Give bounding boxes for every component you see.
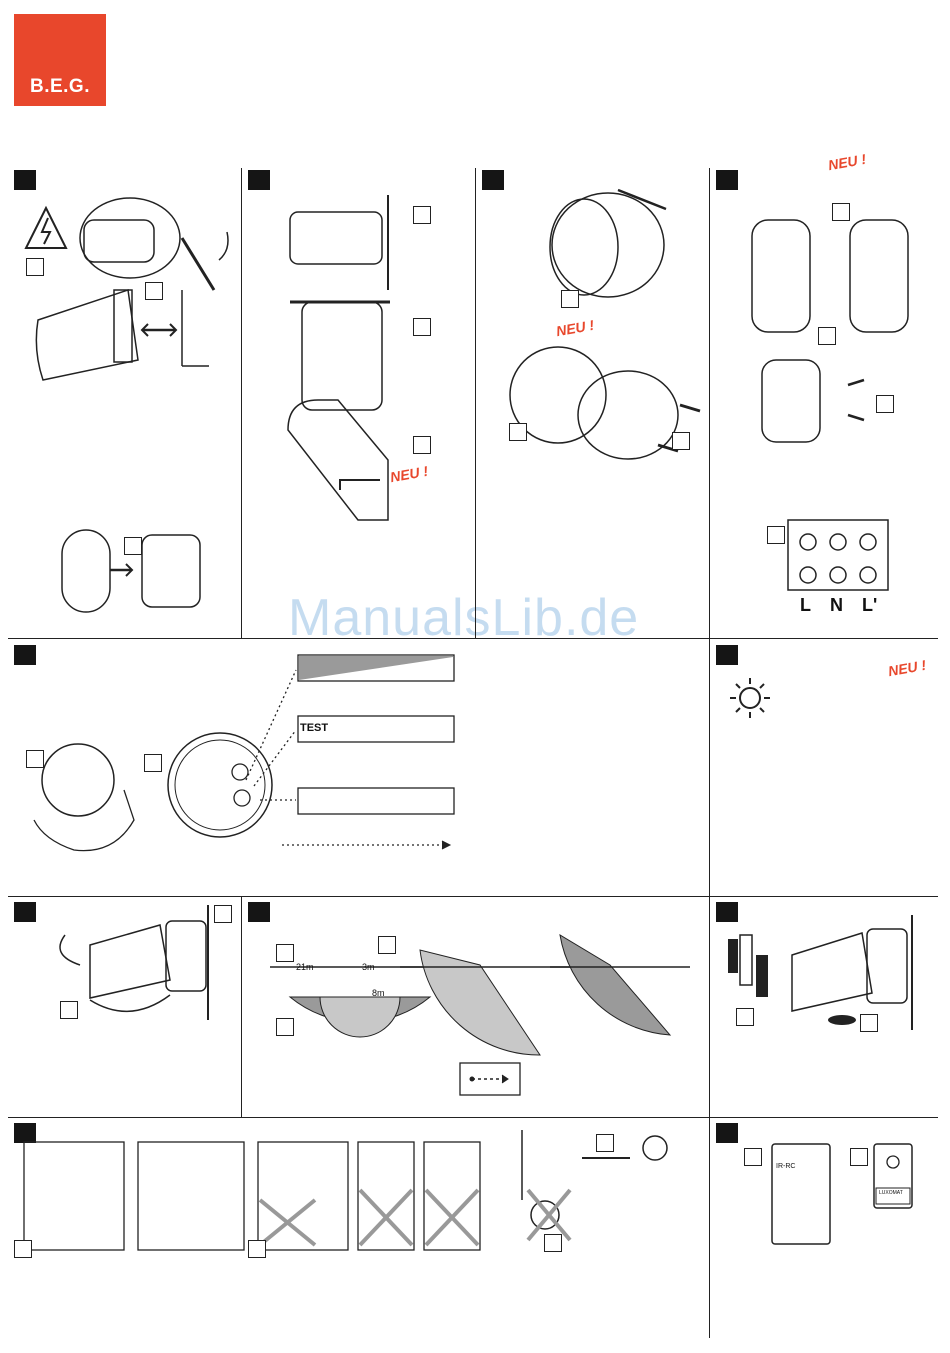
- brand-logo-text: B.E.G.: [30, 76, 90, 98]
- distance-label-3m: 3m: [362, 962, 375, 972]
- divider-col-4: [241, 896, 242, 1117]
- step-checkbox: [248, 1240, 266, 1258]
- step-marker: [14, 170, 36, 190]
- terminal-label-l: L: [800, 595, 811, 616]
- terminal-screw-icon: [860, 534, 876, 550]
- remote-label-left: IR-RC: [776, 1163, 795, 1170]
- divider-row-3: [8, 1117, 938, 1118]
- terminal-label-n: N: [830, 595, 843, 616]
- divider-row-2: [8, 896, 938, 897]
- step-checkbox: [276, 1018, 294, 1036]
- illustration-battery: [722, 915, 937, 1035]
- step-checkbox: [832, 203, 850, 221]
- step-marker: [716, 1123, 738, 1143]
- brand-logo: B.E.G.: [14, 14, 106, 106]
- step-checkbox: [544, 1234, 562, 1252]
- step-checkbox: [672, 432, 690, 450]
- terminal-screw-icon: [830, 567, 846, 583]
- illustration-mounting-positions: [250, 190, 470, 630]
- step-checkbox: [876, 395, 894, 413]
- step-marker: [716, 170, 738, 190]
- illustration-sensor-removal: [14, 190, 239, 630]
- illustration-installation-scenes: [20, 1130, 610, 1250]
- step-checkbox: [818, 327, 836, 345]
- terminal-screw-icon: [860, 567, 876, 583]
- sun-icon: [728, 676, 778, 726]
- remote-label-right: LUXOMAT: [879, 1190, 903, 1196]
- test-label: TEST: [300, 722, 328, 734]
- new-label: NEU !: [887, 657, 927, 679]
- distance-label-21m: 21m: [296, 962, 314, 972]
- step-checkbox: [850, 1148, 868, 1166]
- divider-col-3: [709, 168, 710, 1338]
- step-checkbox: [596, 1134, 614, 1152]
- illustration-settings: [14, 650, 464, 890]
- step-checkbox: [276, 944, 294, 962]
- step-checkbox: [60, 1001, 78, 1019]
- terminal-screw-icon: [800, 534, 816, 550]
- step-checkbox: [26, 750, 44, 768]
- step-checkbox: [14, 1240, 32, 1258]
- step-checkbox: [561, 290, 579, 308]
- terminal-label-l-prime: L': [862, 595, 877, 616]
- step-checkbox: [860, 1014, 878, 1032]
- step-checkbox: [378, 936, 396, 954]
- divider-row-1: [8, 638, 938, 639]
- step-checkbox: [413, 318, 431, 336]
- step-checkbox: [413, 436, 431, 454]
- step-checkbox: [144, 754, 162, 772]
- terminal-screw-icon: [800, 567, 816, 583]
- step-checkbox: [26, 258, 44, 276]
- step-marker: [716, 645, 738, 665]
- divider-col-1: [241, 168, 242, 638]
- step-checkbox: [767, 526, 785, 544]
- new-label: NEU !: [827, 151, 867, 173]
- step-checkbox: [124, 537, 142, 555]
- step-checkbox: [744, 1148, 762, 1166]
- step-checkbox: [145, 282, 163, 300]
- light-bulb-icon: [643, 1136, 667, 1160]
- divider-col-2: [475, 168, 476, 638]
- step-checkbox: [214, 905, 232, 923]
- illustration-wiring: [718, 190, 943, 620]
- step-marker: [248, 170, 270, 190]
- illustration-detection-range: [250, 905, 705, 1115]
- step-checkbox: [413, 206, 431, 224]
- step-checkbox: [736, 1008, 754, 1026]
- step-checkbox: [509, 423, 527, 441]
- distance-label-8m: 8m: [372, 988, 385, 998]
- terminal-screw-icon: [830, 534, 846, 550]
